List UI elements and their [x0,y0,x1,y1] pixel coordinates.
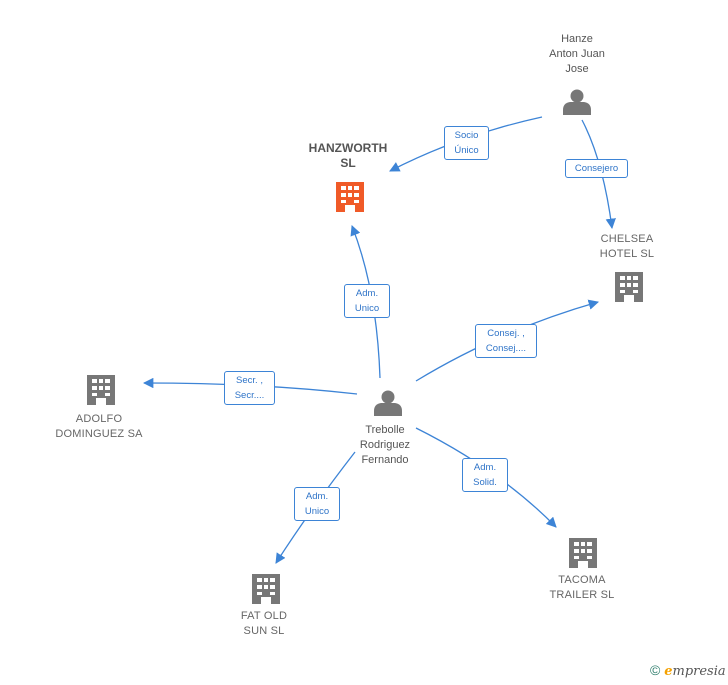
node-label-trebolle[interactable]: Trebolle Rodriguez Fernando [359,424,411,466]
building-icon[interactable] [336,182,364,212]
building-icon[interactable] [569,538,597,568]
footer-brand: © empresia [650,662,726,679]
brand-logo[interactable]: empresia [664,664,726,679]
node-label-hanzworth[interactable]: HANZWORTH SL [308,141,388,170]
node-label-adolfo[interactable]: ADOLFO DOMINGUEZ SA [55,413,143,440]
edges [142,116,616,564]
building-icon[interactable] [252,574,280,604]
person-icon[interactable] [374,390,402,417]
building-icon[interactable] [615,272,643,302]
building-icon[interactable] [87,375,115,405]
edge-label-socio-unico[interactable]: Socio Único [444,126,489,160]
edge-label-consej[interactable]: Consej. , Consej.... [475,324,537,358]
node-label-fatold[interactable]: FAT OLD SUN SL [240,610,288,637]
copyright-icon: © [650,662,661,678]
edge-label-consejero[interactable]: Consejero [565,159,628,178]
edge-label-adm-unico-fatold[interactable]: Adm. Unico [294,487,340,521]
edge-label-adm-unico-hanzworth[interactable]: Adm. Unico [344,284,390,318]
node-label-tacoma[interactable]: TACOMA TRAILER SL [549,574,615,601]
edge-label-adm-solid[interactable]: Adm. Solid. [462,458,508,492]
node-label-hanze[interactable]: Hanze Anton Juan Jose [549,33,605,75]
edge-label-secr[interactable]: Secr. , Secr.... [224,371,275,405]
node-label-chelsea[interactable]: CHELSEA HOTEL SL [599,233,655,260]
person-icon[interactable] [563,89,591,116]
